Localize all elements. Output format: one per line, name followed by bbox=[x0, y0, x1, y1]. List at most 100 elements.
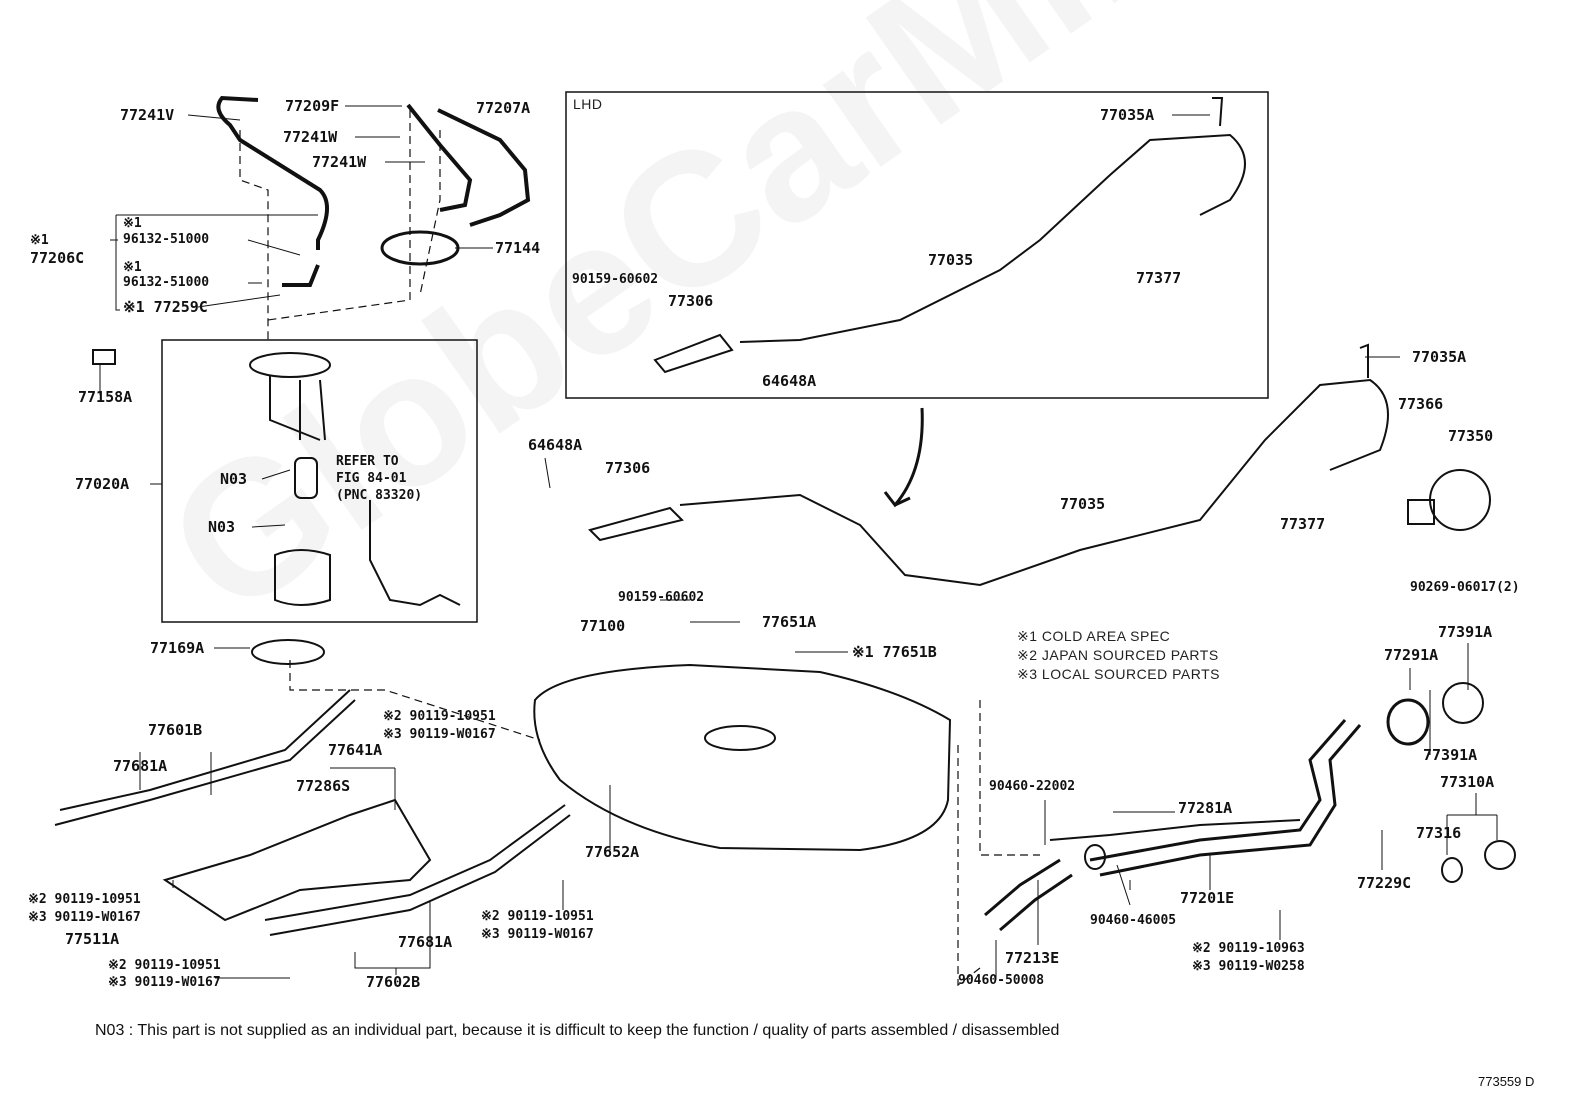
part-label-77377[interactable]: 77377 bbox=[1136, 269, 1182, 287]
dashed-lines bbox=[239, 110, 1040, 987]
part-label-77651B[interactable]: ※1 77651B bbox=[852, 643, 937, 661]
part-label-90269-06017[interactable]: 90269-06017(2) bbox=[1410, 580, 1520, 595]
fuel-pump-flange bbox=[249, 352, 331, 378]
part-label-77681A[interactable]: 77681A bbox=[113, 757, 168, 775]
gasket-77291A bbox=[1386, 698, 1430, 746]
part-label-77366[interactable]: 77366 bbox=[1398, 395, 1444, 413]
part-label-90119-10951[interactable]: ※2 90119-10951 bbox=[383, 709, 496, 724]
part-label-77213E[interactable]: 77213E bbox=[1005, 949, 1060, 967]
spec-mark: ※1 bbox=[30, 233, 49, 248]
fuel-filter bbox=[274, 549, 331, 606]
part-label-90119-W0258[interactable]: ※3 90119-W0258 bbox=[1192, 959, 1305, 974]
part-label-77291A[interactable]: 77291A bbox=[1384, 646, 1439, 664]
part-label-96132-51000[interactable]: 96132-51000 bbox=[123, 232, 210, 247]
fuel-lid-hinge bbox=[1407, 499, 1435, 525]
footnote-n03: N03 : This part is not supplied as an in… bbox=[95, 1022, 1060, 1039]
part-label-77201E[interactable]: 77201E bbox=[1180, 889, 1235, 907]
part-label-90159-60602[interactable]: 90159-60602 bbox=[572, 272, 659, 287]
part-label-77310A[interactable]: 77310A bbox=[1440, 773, 1495, 791]
gasket-77169A bbox=[251, 639, 325, 665]
part-label-90119-10963[interactable]: ※2 90119-10963 bbox=[1192, 941, 1305, 956]
part-label-77020A[interactable]: 77020A bbox=[75, 475, 130, 493]
part-label-77350[interactable]: 77350 bbox=[1448, 427, 1494, 445]
part-label-77207A[interactable]: 77207A bbox=[476, 99, 531, 117]
refer-note: REFER TO bbox=[336, 454, 399, 469]
fuel-tube-77259C bbox=[282, 264, 320, 287]
fuel-lid-77350 bbox=[1429, 469, 1491, 531]
part-label-90119-10951[interactable]: ※2 90119-10951 bbox=[28, 892, 141, 907]
spec-mark: ※1 bbox=[123, 216, 142, 231]
part-label-77641A[interactable]: 77641A bbox=[328, 741, 383, 759]
part-label-77158A[interactable]: 77158A bbox=[78, 388, 133, 406]
part-label-77316[interactable]: 77316 bbox=[1416, 824, 1462, 842]
refer-note[interactable]: FIG 84-01 bbox=[336, 471, 407, 486]
part-label-77601B[interactable]: 77601B bbox=[148, 721, 203, 739]
part-label-90159-60602[interactable]: 90159-60602 bbox=[618, 590, 705, 605]
sender-gauge bbox=[369, 500, 461, 607]
connector-77158A bbox=[92, 349, 116, 365]
part-label-77511A[interactable]: 77511A bbox=[65, 930, 120, 948]
fuel-tube-77241V bbox=[216, 95, 329, 250]
part-label-77652A[interactable]: 77652A bbox=[585, 843, 640, 861]
part-label-77306[interactable]: 77306 bbox=[605, 459, 651, 477]
lhd-arrow bbox=[883, 407, 924, 508]
part-label-64648A[interactable]: 64648A bbox=[528, 436, 583, 454]
part-label-77144[interactable]: 77144 bbox=[495, 239, 541, 257]
part-label-77259C[interactable]: ※1 77259C bbox=[123, 298, 208, 316]
part-label-77281A[interactable]: 77281A bbox=[1178, 799, 1233, 817]
part-label-77241V[interactable]: 77241V bbox=[120, 106, 175, 124]
part-label-77035[interactable]: 77035 bbox=[928, 251, 974, 269]
part-label-90119-W0167[interactable]: ※3 90119-W0167 bbox=[108, 975, 221, 990]
part-label-77306[interactable]: 77306 bbox=[668, 292, 714, 310]
part-label-N03[interactable]: N03 bbox=[220, 470, 248, 488]
part-label-77241W[interactable]: 77241W bbox=[283, 128, 338, 146]
part-label-90460-22002[interactable]: 90460-22002 bbox=[989, 779, 1076, 794]
part-label-90119-W0167[interactable]: ※3 90119-W0167 bbox=[383, 727, 496, 742]
part-label-90119-10951[interactable]: ※2 90119-10951 bbox=[108, 958, 221, 973]
cable-77035-lhd bbox=[739, 133, 1246, 343]
part-label-77169A[interactable]: 77169A bbox=[150, 639, 205, 657]
opener-77306-lhd bbox=[653, 333, 734, 374]
fuel-cap-77310A bbox=[1484, 840, 1516, 870]
leader-lines bbox=[99, 105, 1498, 980]
part-label-77035A[interactable]: 77035A bbox=[1100, 106, 1155, 124]
fuel-pump-motor bbox=[294, 457, 318, 499]
part-label-90460-46005[interactable]: 90460-46005 bbox=[1090, 913, 1177, 928]
part-label-77035A[interactable]: 77035A bbox=[1412, 348, 1467, 366]
part-label-77209F[interactable]: 77209F bbox=[285, 97, 340, 115]
part-label-90119-W0167[interactable]: ※3 90119-W0167 bbox=[481, 927, 594, 942]
part-label-96132-51000[interactable]: 96132-51000 bbox=[123, 275, 210, 290]
hose-77213E bbox=[984, 858, 1073, 932]
part-label-77229C[interactable]: 77229C bbox=[1357, 874, 1412, 892]
part-label-77651A[interactable]: 77651A bbox=[762, 613, 817, 631]
cable-77035 bbox=[679, 378, 1389, 587]
part-label-77286S[interactable]: 77286S bbox=[296, 777, 351, 795]
strap-77602B bbox=[264, 804, 571, 936]
part-label-77241W[interactable]: 77241W bbox=[312, 153, 367, 171]
part-label-77391A[interactable]: 77391A bbox=[1423, 746, 1478, 764]
heat-insulator-77641A bbox=[162, 798, 432, 922]
bracket-77035A-lhd bbox=[1212, 97, 1224, 127]
part-label-77602B[interactable]: 77602B bbox=[366, 973, 421, 991]
part-label-77100[interactable]: 77100 bbox=[580, 617, 626, 635]
part-label-N03[interactable]: N03 bbox=[208, 518, 236, 536]
tank-opening bbox=[704, 725, 776, 751]
fuel-tank-77100 bbox=[533, 663, 952, 852]
part-label-77206C[interactable]: 77206C bbox=[30, 249, 85, 267]
part-label-77377[interactable]: 77377 bbox=[1280, 515, 1326, 533]
filler-pipe-77201E bbox=[1089, 719, 1362, 877]
legend-note-2: ※2 JAPAN SOURCED PARTS bbox=[1017, 647, 1219, 663]
part-label-77681A[interactable]: 77681A bbox=[398, 933, 453, 951]
part-label-64648A[interactable]: 64648A bbox=[762, 372, 817, 390]
fuel-tube-77207A bbox=[406, 103, 473, 212]
part-label-90119-10951[interactable]: ※2 90119-10951 bbox=[481, 909, 594, 924]
part-label-77391A[interactable]: 77391A bbox=[1438, 623, 1493, 641]
part-label-77035[interactable]: 77035 bbox=[1060, 495, 1106, 513]
part-label-90460-50008[interactable]: 90460-50008 bbox=[958, 973, 1045, 988]
part-label-90119-W0167[interactable]: ※3 90119-W0167 bbox=[28, 910, 141, 925]
lhd-box bbox=[565, 91, 1269, 399]
cap-seal-77316 bbox=[1441, 857, 1463, 883]
refer-note: (PNC 83320) bbox=[336, 488, 423, 503]
